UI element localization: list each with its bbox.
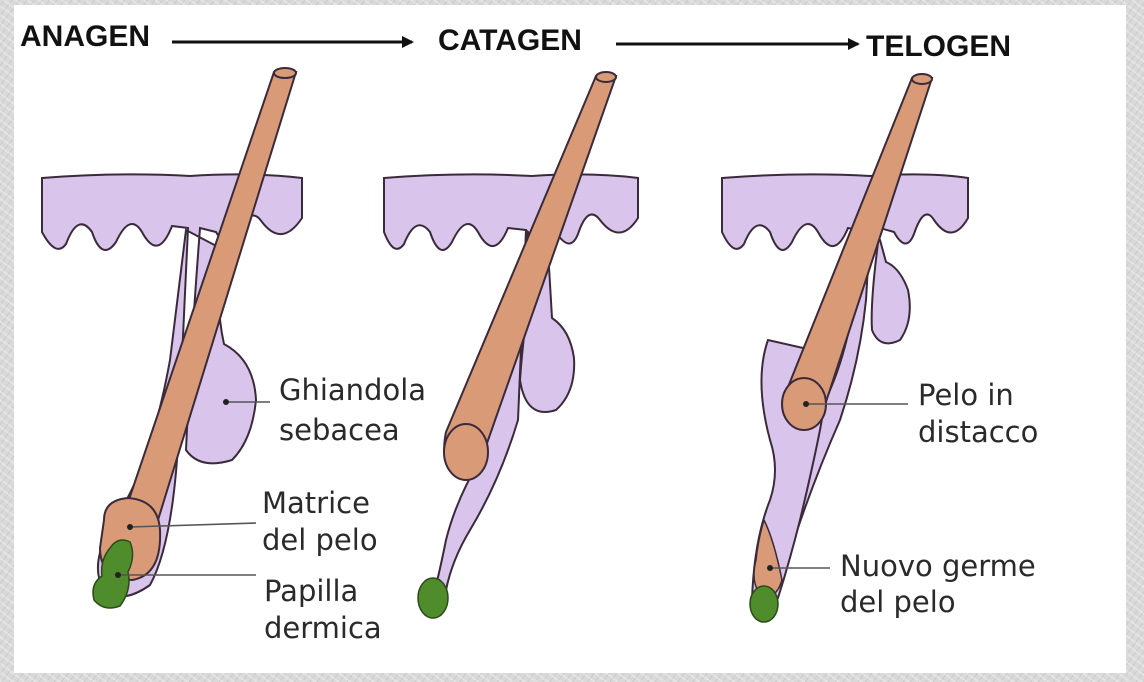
phase-title-anagen: ANAGEN [20, 20, 150, 53]
catagen-club-hair [444, 424, 488, 480]
telogen-dermal-papilla [750, 586, 778, 622]
catagen-hair-tip [596, 72, 616, 82]
label-matrice-line1: Matrice [262, 486, 370, 520]
dot-germe [767, 565, 773, 571]
dot-matrice [127, 524, 133, 530]
label-matrice-line2: del pelo [262, 523, 378, 557]
dot-pelo-distacco [803, 401, 809, 407]
label-pelo-distacco-line1: Pelo in [918, 378, 1014, 412]
dot-ghiandola [223, 399, 229, 405]
catagen-follicle [384, 72, 638, 618]
label-papilla-line1: Papilla [264, 574, 358, 608]
phase-title-telogen: TELOGEN [866, 30, 1011, 63]
label-papilla-line2: dermica [264, 611, 382, 645]
telogen-hair-tip [912, 74, 932, 84]
label-ghiandola-line1: Ghiandola [279, 373, 426, 407]
anagen-hair-tip [274, 68, 296, 78]
catagen-dermal-papilla [418, 578, 448, 618]
label-germe-line2: del pelo [840, 585, 956, 619]
label-pelo-distacco-line2: distacco [918, 415, 1038, 449]
label-germe-line1: Nuovo germe [840, 549, 1036, 583]
catagen-hair-shaft [444, 76, 616, 471]
telogen-follicle [722, 74, 968, 622]
dot-papilla [115, 572, 121, 578]
telogen-hair-shaft [784, 78, 932, 425]
label-ghiandola-line2: sebacea [279, 413, 400, 447]
phase-title-catagen: CATAGEN [438, 24, 582, 57]
